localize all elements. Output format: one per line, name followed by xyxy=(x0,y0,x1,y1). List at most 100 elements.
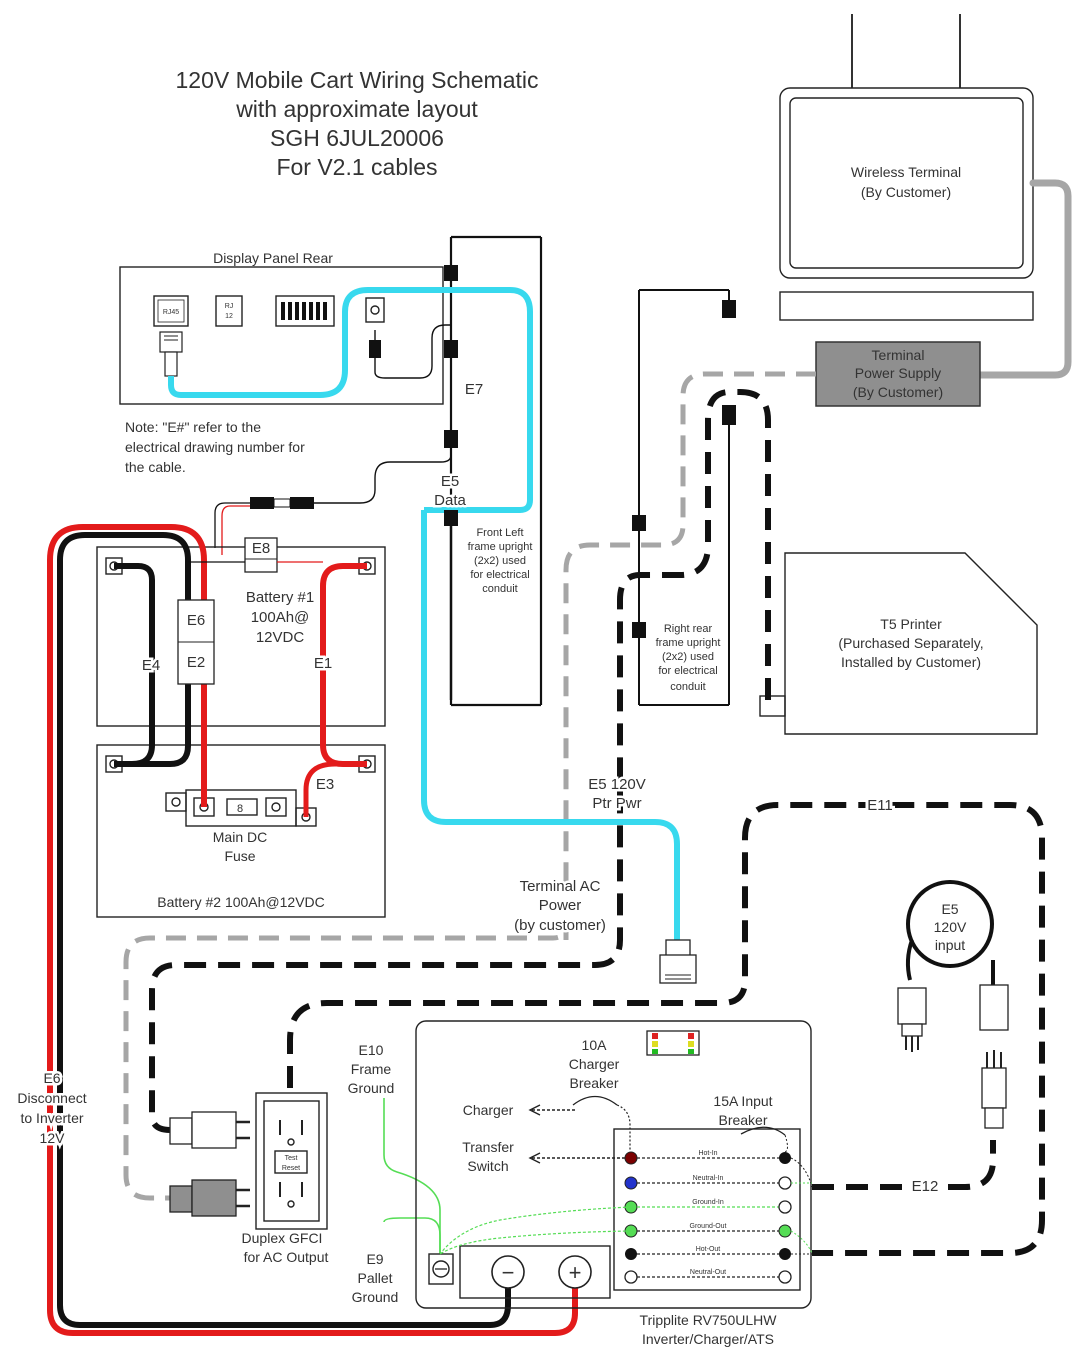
input-plug-male xyxy=(979,984,1009,1031)
inverter-body xyxy=(415,1020,812,1309)
terminal-outer xyxy=(779,87,1034,279)
printer-label-3: Installed by Customer) xyxy=(841,654,981,670)
inverter-model-1: Tripplite RV750ULHW xyxy=(640,1312,778,1328)
terminal-ground-in-label: Ground-In xyxy=(692,1199,724,1206)
e3-cable xyxy=(303,761,367,817)
e9-label-2: Pallet xyxy=(357,1270,392,1286)
t5-printer: T5 Printer (Purchased Separately, Instal… xyxy=(759,552,1038,735)
breaker-10a-label-3: Breaker xyxy=(569,1075,618,1091)
gfci-buttons xyxy=(274,1150,308,1174)
rj12-label-a: RJ xyxy=(225,303,234,310)
e7-connector-mid xyxy=(444,340,458,358)
e6-disconnect-4: 12V xyxy=(40,1130,66,1146)
battery-1: Battery #1 100Ah@ 12VDC xyxy=(96,546,386,727)
e7-label: E7 xyxy=(465,381,483,398)
terminal-row-neutral-in: Neutral-In xyxy=(624,1175,792,1190)
display-panel-label: Display Panel Rear xyxy=(213,250,333,266)
e6-disconnect: E6 Disconnect to Inverter 12V xyxy=(15,1068,89,1149)
wireless-terminal-sub: (By Customer) xyxy=(861,184,951,200)
battery-2-label: Battery #2 100Ah@12VDC xyxy=(157,894,325,910)
charger-label: Charger xyxy=(463,1102,514,1118)
right-rear-upright: Right rear frame upright (2x2) used for … xyxy=(632,289,736,706)
right-rear-text-3: (2x2) used xyxy=(662,651,714,663)
terminal-ac-label-1: Terminal AC xyxy=(520,878,601,895)
e3-label: E3 xyxy=(316,776,334,793)
front-left-text-4: for electrical xyxy=(470,569,529,581)
e10-label-2: Frame xyxy=(351,1061,392,1077)
e5-input-label-3: input xyxy=(935,937,965,953)
e6-negative-cable xyxy=(57,532,511,1328)
printer-label-1: T5 Printer xyxy=(880,616,942,632)
ac-terminal-strip xyxy=(613,1128,801,1291)
e1-label: E1 xyxy=(314,655,332,672)
db-port-pins xyxy=(281,302,327,320)
power-supply-line-3: (By Customer) xyxy=(853,384,943,400)
e2-block-label: E2 xyxy=(187,654,205,671)
e6-positive-cable xyxy=(47,524,578,1336)
e11-label: E11 xyxy=(867,797,893,814)
e7-cable-down xyxy=(310,448,452,504)
terminal-ground-out-label: Ground-Out xyxy=(690,1223,727,1230)
breaker-10a-symbol xyxy=(572,1095,618,1106)
gfci-reset: Reset xyxy=(282,1165,300,1172)
printer-label-2: (Purchased Separately, xyxy=(838,635,983,651)
terminal-hot-in-label: Hot-In xyxy=(698,1150,717,1157)
front-left-text-2: frame upright xyxy=(468,541,533,553)
terminal-hot-out-label: Hot-Out xyxy=(696,1246,721,1253)
breaker-15a-symbol xyxy=(740,1126,786,1136)
breaker-10a-label-1: 10A xyxy=(582,1037,608,1053)
upright-connector-left xyxy=(632,515,646,531)
e7-connector-low xyxy=(444,430,458,448)
e12-label: E12 xyxy=(912,1178,939,1195)
input-receptacle xyxy=(981,1067,1007,1109)
rj45-label: RJ45 xyxy=(163,309,179,316)
title-line-2: with approximate layout xyxy=(235,96,478,122)
gfci-label-2: for AC Output xyxy=(244,1249,329,1265)
terminal-ac-label-2: Power xyxy=(539,897,582,914)
front-left-text-5: conduit xyxy=(482,583,517,595)
e7-connector-top xyxy=(444,265,458,281)
transfer-label-1: Transfer xyxy=(462,1139,514,1155)
e6-disconnect-1: E6 xyxy=(43,1070,60,1086)
e9-pallet-ground xyxy=(383,1217,441,1254)
e5-input-label-2: 120V xyxy=(934,919,967,935)
fuse-mark: 8 xyxy=(237,803,243,815)
rj45-port xyxy=(153,295,189,327)
e4-label: E4 xyxy=(142,657,160,674)
title-line-4: For V2.1 cables xyxy=(276,154,437,180)
rj45-data-cable xyxy=(168,287,533,460)
e7-cable-panel xyxy=(374,324,451,379)
battery-1-label-1: Battery #1 xyxy=(246,589,314,606)
battery-1-box xyxy=(96,546,386,727)
e9-label-1: E9 xyxy=(366,1251,383,1267)
note-line-1: Note: "E#" refer to the xyxy=(125,419,261,435)
breaker-15a-label-2: Breaker xyxy=(718,1112,767,1128)
input-plug-female xyxy=(897,987,927,1025)
terminal-base xyxy=(779,291,1034,321)
right-rear-text-2: frame upright xyxy=(656,637,721,649)
terminal-ac-label-3: (by customer) xyxy=(514,917,606,934)
title-line-3: SGH 6JUL20006 xyxy=(270,125,444,151)
printer-power-port xyxy=(759,695,786,717)
fuse-label-1: Main DC xyxy=(213,829,267,845)
battery-1-label-2: 100Ah@ xyxy=(251,609,310,626)
e6-disconnect-3: to Inverter xyxy=(20,1110,83,1126)
terminal-row-neutral-out: Neutral-Out xyxy=(624,1269,792,1284)
wireless-terminal: Wireless Terminal (By Customer) xyxy=(779,14,1034,321)
e8-block xyxy=(244,537,278,573)
terminal-ac-power-cable xyxy=(563,371,816,885)
rj45-plug xyxy=(159,331,183,353)
tripplite-inverter: − + 10A Charger Breaker 15A Input Breake… xyxy=(415,1020,813,1347)
terminal-row-ground-out: Ground-Out xyxy=(624,1223,792,1238)
upright-connector-top xyxy=(722,300,736,318)
e5-input-label-1: E5 xyxy=(941,901,958,917)
power-supply-line-2: Power Supply xyxy=(855,365,941,381)
terminal-neutral-in-label: Neutral-In xyxy=(693,1175,724,1182)
terminal-ac-plug xyxy=(169,1179,250,1217)
inverter-dc-panel xyxy=(459,1245,611,1299)
terminal-screen xyxy=(789,97,1024,269)
e5-data-label-1: E5 xyxy=(441,473,459,490)
display-panel-box xyxy=(119,266,444,405)
e5-data-cable xyxy=(421,510,680,940)
gfci-test: Test xyxy=(285,1155,298,1162)
